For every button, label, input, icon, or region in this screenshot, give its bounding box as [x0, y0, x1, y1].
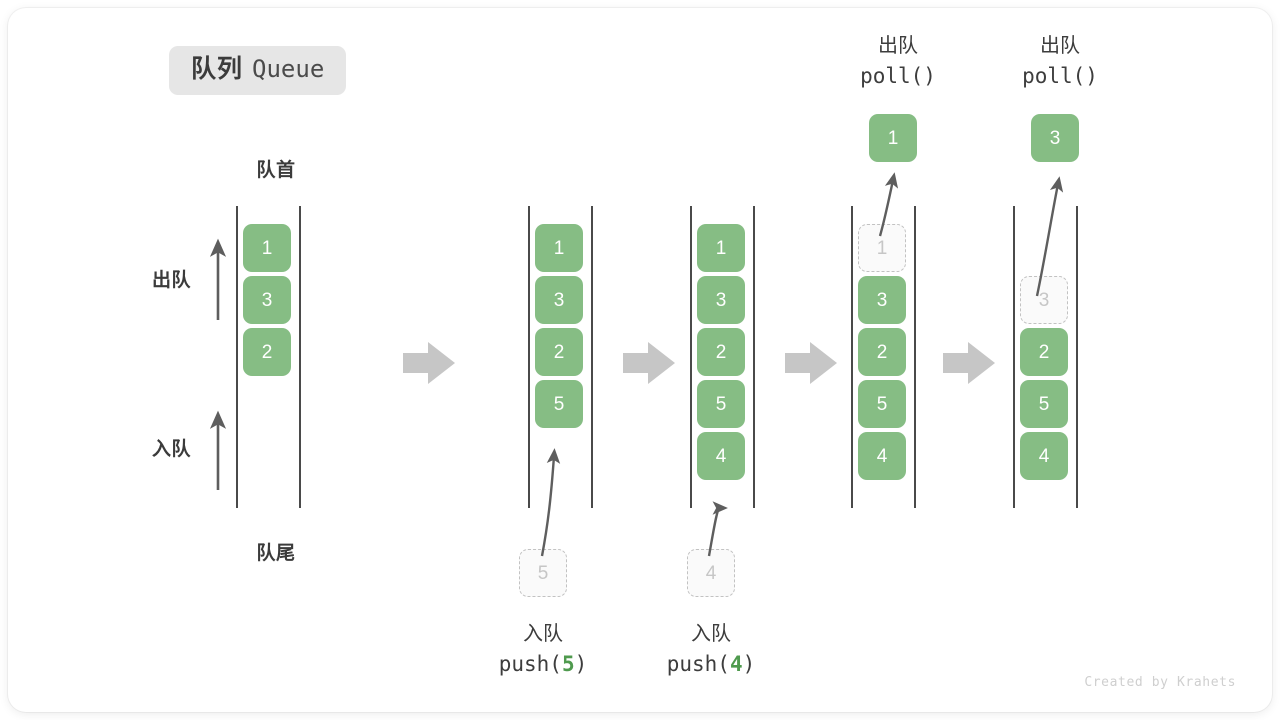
caption-code: push(4): [631, 649, 791, 679]
queue-cell: 4: [697, 432, 745, 480]
code-argument: 5: [561, 652, 575, 676]
vacated-ghost-cell: 1: [858, 224, 906, 272]
caption-poll-3: 出队 poll(): [985, 32, 1135, 91]
queue-cell: 5: [535, 380, 583, 428]
caption-cn: 出队: [1040, 35, 1080, 57]
separator-arrow-4: [943, 342, 995, 384]
title-cn: 队列: [191, 55, 244, 83]
queue-cell: 2: [697, 328, 745, 376]
caption-code: poll(): [860, 64, 936, 88]
enqueue-direction-label: 入队: [152, 439, 192, 460]
incoming-ghost-cell: 4: [687, 549, 735, 597]
queue-cell: 5: [858, 380, 906, 428]
title-en: Queue: [252, 55, 325, 83]
rail-left: [236, 206, 238, 508]
queue-cell: 5: [697, 380, 745, 428]
caption-poll-1: 出队 poll(): [823, 32, 973, 91]
caption-cn: 出队: [878, 35, 918, 57]
separator-arrow-1: [403, 342, 455, 384]
queue-front-label: 队首: [256, 160, 296, 181]
code-suffix: ): [574, 652, 588, 676]
dequeue-direction-label: 出队: [152, 270, 192, 291]
queue-cell: 4: [858, 432, 906, 480]
caption-code: push(5): [463, 649, 623, 679]
queue-cell: 1: [243, 224, 291, 272]
queue-cell: 5: [1020, 380, 1068, 428]
queue-cell: 3: [858, 276, 906, 324]
watermark-credit: Created by Krahets: [1084, 675, 1236, 690]
code-suffix: ): [742, 652, 756, 676]
rail-right: [299, 206, 301, 508]
caption-cn: 入队: [523, 623, 563, 645]
rail-right: [914, 206, 916, 508]
queue-cell: 1: [535, 224, 583, 272]
rail-left: [528, 206, 530, 508]
arrow-overlay: [209, 172, 1064, 557]
rail-left: [851, 206, 853, 508]
caption-code: poll(): [1022, 64, 1098, 88]
queue-cell: 3: [243, 276, 291, 324]
removed-cell: 1: [869, 114, 917, 162]
separator-arrow-2: [623, 342, 675, 384]
queue-cell: 2: [1020, 328, 1068, 376]
queue-cell: 2: [535, 328, 583, 376]
rail-left: [690, 206, 692, 508]
rail-right: [591, 206, 593, 508]
queue-cell: 2: [243, 328, 291, 376]
queue-cell: 3: [535, 276, 583, 324]
queue-cell: 2: [858, 328, 906, 376]
queue-rear-label: 队尾: [256, 543, 296, 564]
queue-cell: 3: [697, 276, 745, 324]
queue-cell: 1: [697, 224, 745, 272]
diagram-card: 队列 Queue 队首 队尾 出队 入队 1 3 2 1 3 2 5 5 入队 p…: [8, 8, 1272, 712]
code-argument: 4: [729, 652, 743, 676]
code-prefix: push(: [666, 652, 730, 676]
incoming-ghost-cell: 5: [519, 549, 567, 597]
caption-push-4: 入队 push(4): [631, 620, 791, 679]
diagram-stage: 队列 Queue 队首 队尾 出队 入队 1 3 2 1 3 2 5 5 入队 p…: [8, 8, 1272, 712]
push-5-arrow-icon: [540, 448, 561, 557]
separator-arrow-3: [785, 342, 837, 384]
rail-left: [1013, 206, 1015, 508]
diagram-title-badge: 队列 Queue: [169, 46, 347, 95]
caption-cn: 入队: [691, 623, 731, 645]
rail-right: [753, 206, 755, 508]
rail-right: [1076, 206, 1078, 508]
removed-cell: 3: [1031, 114, 1079, 162]
caption-push-5: 入队 push(5): [463, 620, 623, 679]
vacated-ghost-cell: 3: [1020, 276, 1068, 324]
queue-cell: 4: [1020, 432, 1068, 480]
code-prefix: push(: [498, 652, 562, 676]
